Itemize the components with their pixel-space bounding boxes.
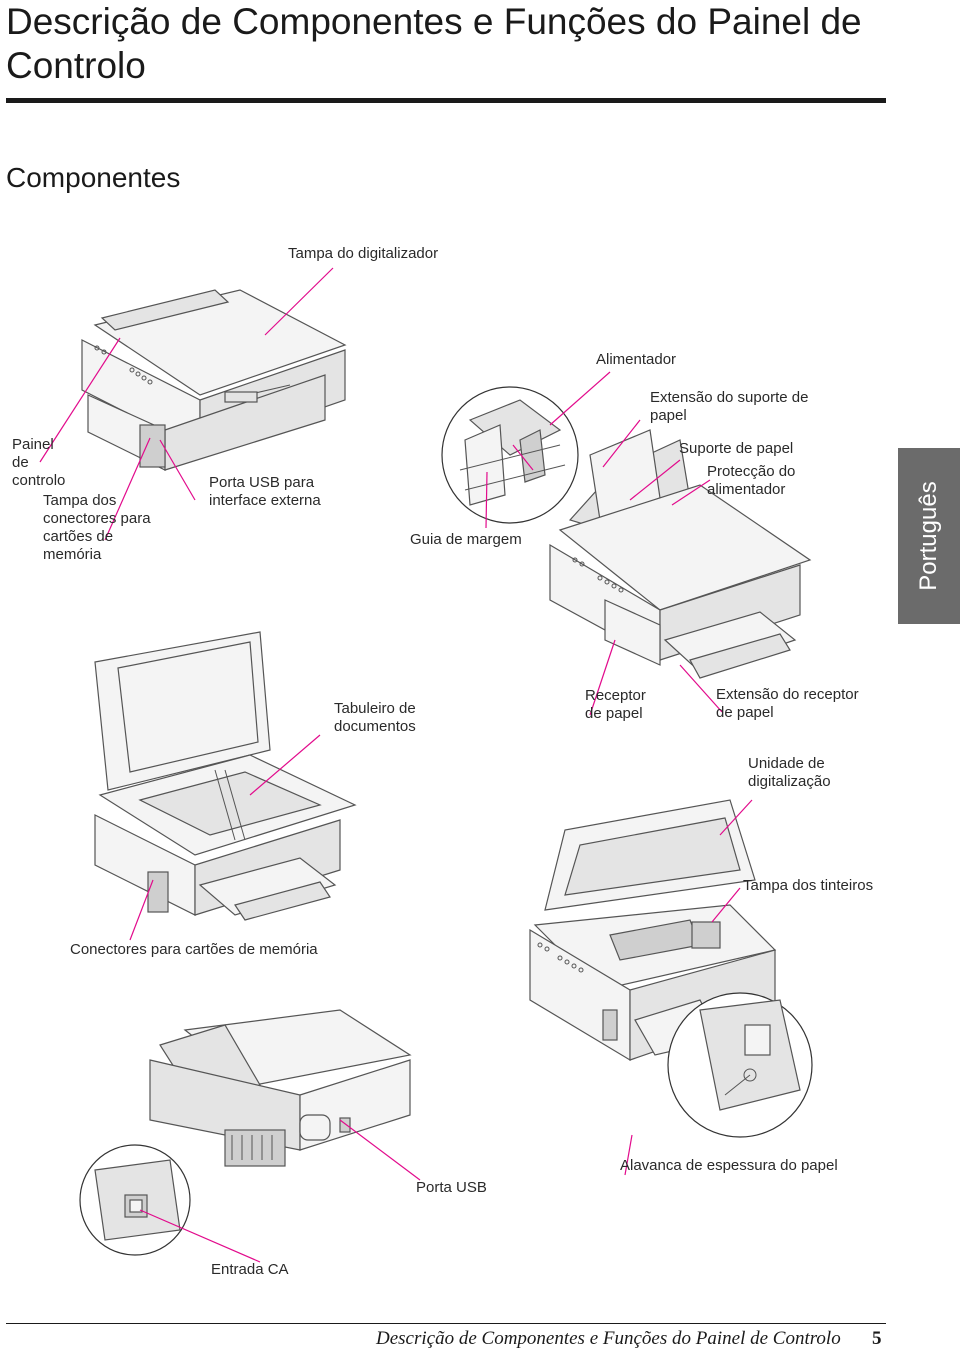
page-number: 5 bbox=[872, 1328, 882, 1349]
label-scanner-unit: Unidade de digitalização bbox=[748, 755, 831, 790]
callout-lines bbox=[39, 267, 753, 1263]
label-memory-card-slots: Conectores para cartões de memória bbox=[70, 941, 318, 958]
language-tab: Português bbox=[898, 448, 960, 624]
label-sheet-feeder: Alimentador bbox=[596, 351, 677, 368]
footer-rule bbox=[6, 1323, 886, 1324]
label-edge-guide: Guia de margem bbox=[410, 531, 522, 548]
printer-rear-illustration bbox=[149, 1009, 412, 1167]
label-paper-support: Suporte de papel bbox=[679, 440, 794, 457]
label-paper-support-extension: Extensão do suporte de papel bbox=[650, 389, 809, 424]
label-cartridge-cover: Tampa dos tinteiros bbox=[743, 877, 874, 894]
section-heading: Componentes bbox=[6, 162, 181, 193]
label-document-table: Tabuleiro de documentos bbox=[334, 700, 416, 735]
label-usb-port-external: Porta USB para interface externa bbox=[209, 474, 321, 509]
page-title: Descrição de Componentes e Funções do Pa… bbox=[6, 1, 862, 86]
printer-open-lid-illustration bbox=[94, 631, 357, 921]
label-control-panel: Painel de controlo bbox=[12, 436, 66, 489]
label-ac-inlet: Entrada CA bbox=[211, 1261, 289, 1278]
label-feeder-guard: Protecção do alimentador bbox=[707, 463, 796, 498]
label-thickness-lever: Alavanca de espessura do papel bbox=[620, 1157, 838, 1174]
label-output-tray-extension: Extensão do receptor de papel bbox=[716, 686, 859, 721]
label-usb-port: Porta USB bbox=[416, 1179, 487, 1196]
ac-inlet-zoom-illustration bbox=[79, 1144, 191, 1256]
label-output-tray: Receptor de papel bbox=[585, 687, 646, 722]
label-memory-card-cover: Tampa dos conectores para cartões de mem… bbox=[43, 492, 151, 563]
label-scanner-cover: Tampa do digitalizador bbox=[288, 245, 439, 262]
edge-guide-zoom-illustration bbox=[441, 386, 579, 524]
title-rule bbox=[6, 98, 886, 103]
printer-closed-illustration bbox=[81, 289, 347, 471]
printer-feeder-illustration bbox=[549, 429, 812, 679]
thickness-lever-zoom-illustration bbox=[667, 992, 813, 1138]
footer-title: Descrição de Componentes e Funções do Pa… bbox=[376, 1328, 841, 1349]
